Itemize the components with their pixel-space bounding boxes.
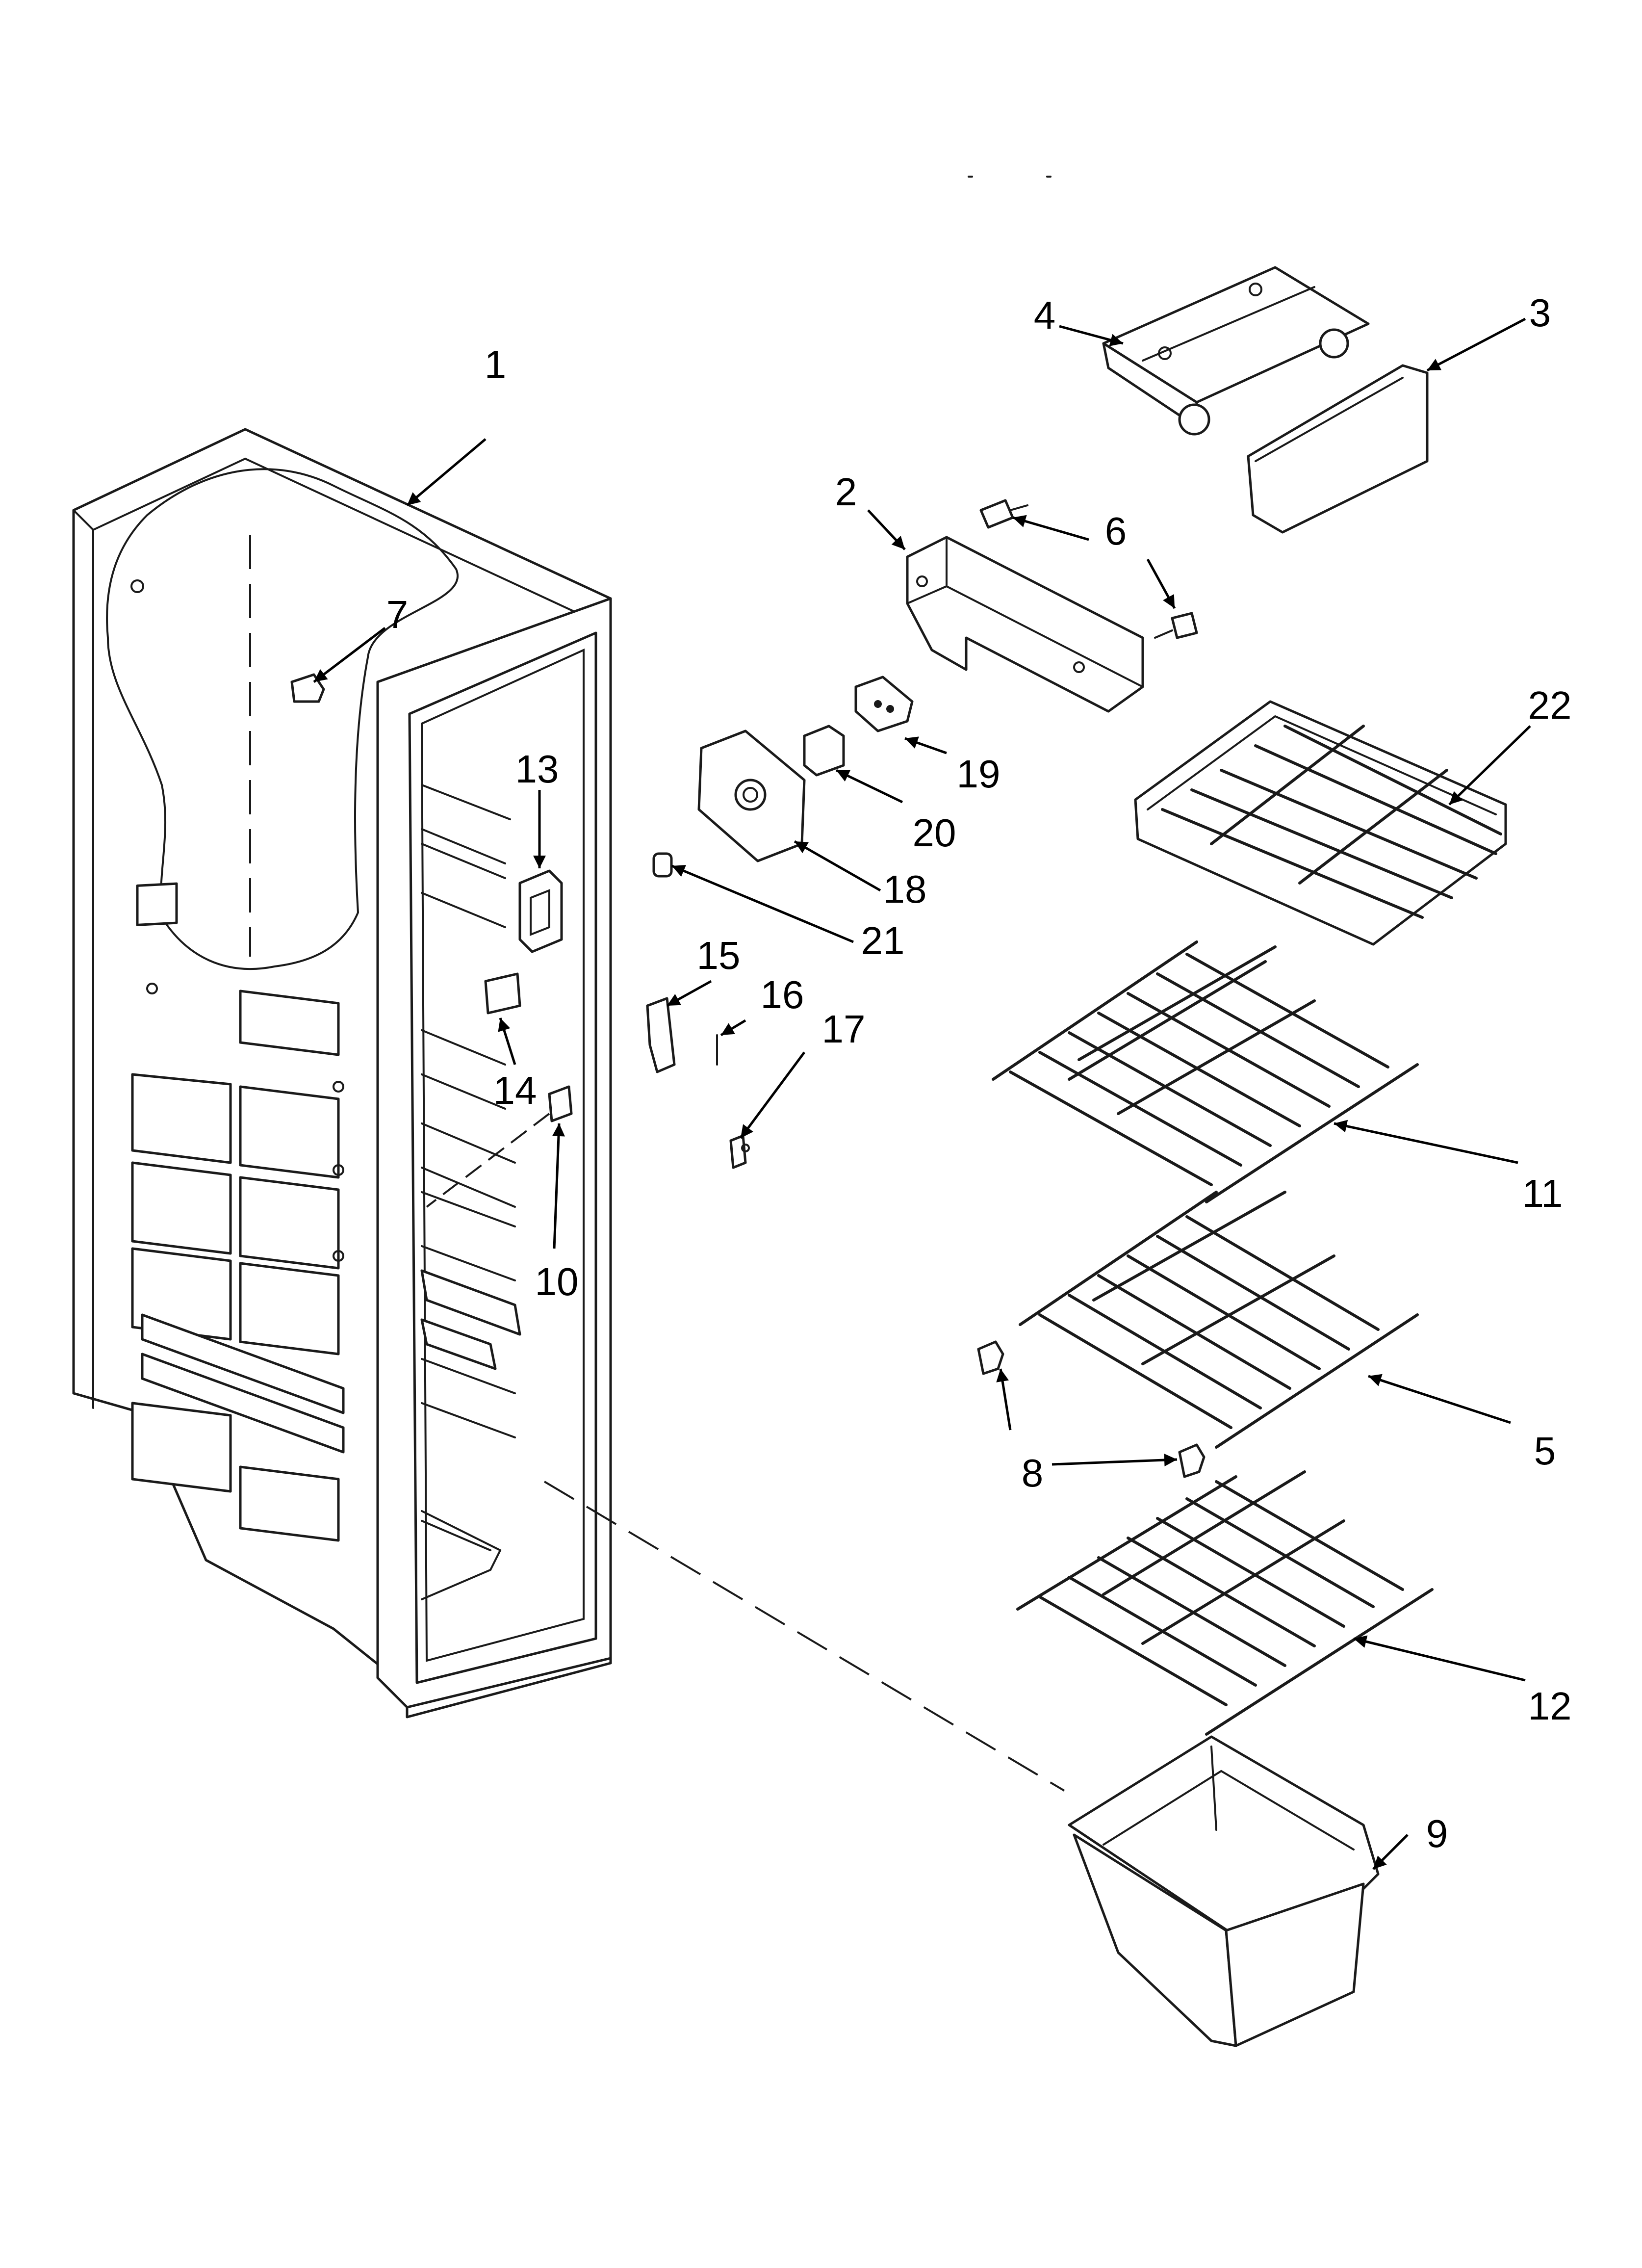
screw-part-6b — [1154, 612, 1198, 639]
callout-12: 12 — [1528, 1684, 1572, 1728]
control-board-19 — [854, 676, 914, 732]
shelf-part-12 — [1016, 1470, 1434, 1736]
leader-lines — [313, 317, 1531, 1870]
callout-11: 11 — [1522, 1172, 1563, 1215]
liner-rails — [421, 784, 516, 1438]
mounted-component-10 — [426, 1085, 573, 1208]
cover-part-4 — [1102, 266, 1370, 436]
callout-16: 16 — [761, 973, 804, 1017]
callout-5: 5 — [1534, 1429, 1556, 1473]
callout-19: 19 — [957, 752, 1001, 796]
panel-part-3 — [1247, 364, 1429, 534]
screw-part-6a — [979, 499, 1028, 529]
callout-8: 8 — [1022, 1451, 1044, 1495]
callout-3: 3 — [1529, 291, 1551, 335]
callout-2: 2 — [835, 470, 857, 514]
mounted-component-13 — [518, 869, 563, 953]
shelf-part-22 — [1134, 700, 1507, 946]
callout-17: 17 — [822, 1007, 866, 1051]
shelf-part-11 — [992, 940, 1419, 1203]
callout-1: 1 — [485, 342, 507, 386]
control-housing-18 — [697, 730, 806, 862]
callout-20: 20 — [913, 811, 956, 855]
bin-assembly-line — [543, 1481, 1065, 1792]
peg-part-8b — [1178, 1443, 1206, 1478]
side-panels — [131, 990, 345, 1542]
bracket-part-2 — [906, 536, 1144, 713]
control-board-20 — [803, 725, 845, 777]
callout-4: 4 — [1034, 293, 1056, 337]
callout-10: 10 — [535, 1260, 579, 1303]
knob-part-21 — [652, 852, 673, 878]
bin-part-9 — [1068, 1735, 1380, 2047]
callout-9: 9 — [1426, 1812, 1448, 1855]
callout-21: 21 — [861, 919, 905, 963]
callout-7: 7 — [386, 593, 409, 636]
clip-part-17 — [729, 1134, 750, 1169]
callout-6: 6 — [1105, 509, 1127, 553]
mounted-component-14 — [484, 972, 521, 1015]
callout-22: 22 — [1528, 683, 1572, 727]
callout-15: 15 — [697, 934, 741, 977]
callout-13: 13 — [515, 747, 559, 791]
callout-18: 18 — [883, 867, 927, 911]
shelf-part-5 — [1019, 1191, 1419, 1449]
callout-14: 14 — [493, 1069, 537, 1112]
peg-part-8a — [977, 1340, 1004, 1375]
clip-part-15 — [646, 997, 676, 1073]
callout-labels: 1 2 3 4 5 6 7 8 9 10 11 12 13 14 15 16 1… — [386, 291, 1572, 1855]
